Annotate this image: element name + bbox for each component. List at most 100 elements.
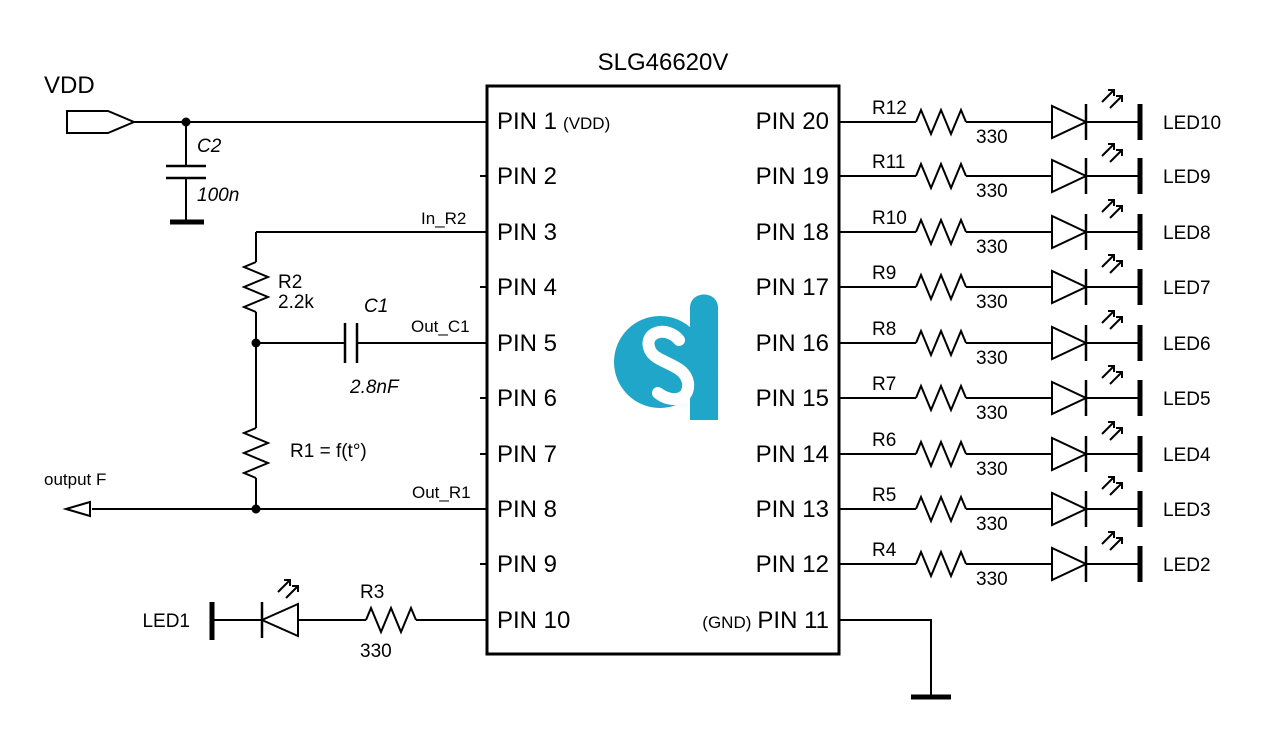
c1-value: 2.8nF xyxy=(349,377,400,398)
c2-value: 100n xyxy=(197,185,239,206)
led-diode-icon xyxy=(1051,158,1089,194)
led-label: LED5 xyxy=(1163,389,1211,410)
left-pin-labels: PIN 1(VDD) PIN 2 PIN 3 PIN 4 PIN 5 PIN 6… xyxy=(497,108,610,634)
pin-8-label: PIN 8 xyxy=(497,496,557,523)
output-port-icon xyxy=(62,500,91,518)
left-pin-stubs xyxy=(480,175,487,565)
pin-12-label: PIN 12 xyxy=(756,551,829,578)
led1-light-icon xyxy=(277,579,299,599)
light-ray-icon xyxy=(1101,310,1115,324)
led-label: LED10 xyxy=(1163,113,1221,134)
resistor-value: 330 xyxy=(976,348,1008,369)
resistor-value: 330 xyxy=(976,569,1008,590)
output-label: output F xyxy=(44,470,106,489)
led-bank: R12330LED10R11330LED9R10330LED8R9330LED7… xyxy=(839,89,1221,590)
resistor-r4-icon xyxy=(915,549,967,579)
led-row-led7: R9 330 LED7 xyxy=(839,254,1211,313)
resistor-name: R11 xyxy=(872,152,905,173)
c2-name: C2 xyxy=(197,136,222,157)
r2-value: 2.2k xyxy=(278,292,314,313)
pin-4-label: PIN 4 xyxy=(497,274,557,301)
pin-18-label: PIN 18 xyxy=(756,219,829,246)
led-diode-icon xyxy=(1051,491,1089,527)
c1-name: C1 xyxy=(364,296,388,317)
pin-19-label: PIN 19 xyxy=(756,163,829,190)
r2-name: R2 xyxy=(278,272,302,293)
r3-value: 330 xyxy=(360,641,392,662)
resistor-name: R8 xyxy=(872,319,896,340)
resistor-r2: R2 2.2k xyxy=(241,261,314,343)
resistor-name: R9 xyxy=(872,263,896,284)
resistor-r9-icon xyxy=(915,272,967,302)
pin-17-label: PIN 17 xyxy=(756,274,829,301)
pin-6-label: PIN 6 xyxy=(497,385,557,412)
in-r2-net: In_R2 xyxy=(255,209,487,262)
silego-logo-icon xyxy=(614,294,718,420)
led-label: LED3 xyxy=(1163,500,1211,521)
r3-name: R3 xyxy=(360,582,384,603)
led-label: LED2 xyxy=(1163,555,1211,576)
resistor-r1: R1 = f(t°) xyxy=(241,343,367,509)
resistor-r8-icon xyxy=(915,328,967,358)
resistor-r12-icon xyxy=(915,107,967,137)
pin-1-label: PIN 1(VDD) xyxy=(497,108,610,135)
pin-15-label: PIN 15 xyxy=(756,385,829,412)
capacitor-c1: C1 2.8nF Out_C1 xyxy=(251,296,487,398)
light-ray-icon xyxy=(1101,143,1115,157)
light-ray-icon xyxy=(1101,199,1115,213)
resistor-name: R4 xyxy=(872,540,897,561)
net-in-r2-label: In_R2 xyxy=(421,209,466,228)
pin-7-label: PIN 7 xyxy=(497,441,557,468)
led-diode-icon xyxy=(1051,380,1089,416)
light-ray-icon xyxy=(1101,476,1115,490)
pin-11-label: (GND)PIN 11 xyxy=(702,607,829,634)
net-out-r1-label: Out_R1 xyxy=(412,483,471,502)
pin-3-label: PIN 3 xyxy=(497,219,557,246)
led-row-led3: R5 330 LED3 xyxy=(839,476,1211,535)
led-label: LED9 xyxy=(1163,167,1211,188)
led1-label: LED1 xyxy=(142,611,190,632)
pin-10-label: PIN 10 xyxy=(497,607,570,634)
resistor-name: R12 xyxy=(872,98,907,119)
led-diode-icon xyxy=(1051,104,1089,140)
vdd-label: VDD xyxy=(44,72,95,99)
resistor-value: 330 xyxy=(976,237,1008,258)
resistor-value: 330 xyxy=(976,127,1008,148)
resistor-r5-icon xyxy=(915,494,967,524)
resistor-value: 330 xyxy=(976,292,1008,313)
resistor-name: R5 xyxy=(872,485,896,506)
resistor-name: R6 xyxy=(872,430,896,451)
out-r1-net: output F Out_R1 xyxy=(44,470,487,518)
led-diode-icon xyxy=(1051,325,1089,361)
led-diode-icon xyxy=(1051,546,1089,582)
capacitor-c2: C2 100n xyxy=(166,122,239,225)
resistor-value: 330 xyxy=(976,459,1008,480)
led-diode-icon xyxy=(1051,269,1089,305)
led-diode-icon xyxy=(1051,436,1089,472)
gnd-connection xyxy=(839,619,951,700)
pin-13-label: PIN 13 xyxy=(756,496,829,523)
vdd-port-icon xyxy=(66,110,137,134)
resistor-value: 330 xyxy=(976,514,1008,535)
chip-title: SLG46620V xyxy=(598,49,729,76)
right-pin-labels: PIN 20 PIN 19 PIN 18 PIN 17 PIN 16 PIN 1… xyxy=(702,108,829,634)
led-label: LED8 xyxy=(1163,223,1211,244)
pin-2-label: PIN 2 xyxy=(497,163,557,190)
pin-9-label: PIN 9 xyxy=(497,551,557,578)
light-ray-icon xyxy=(1101,254,1115,268)
led-row-led2: R4 330 LED2 xyxy=(839,531,1211,590)
led1-branch: LED1 R3 330 xyxy=(142,579,487,662)
led1-diode-icon xyxy=(259,602,299,638)
led-label: LED7 xyxy=(1163,278,1211,299)
light-ray-icon xyxy=(1101,531,1115,545)
resistor-r10-icon xyxy=(915,217,967,247)
net-out-c1-label: Out_C1 xyxy=(411,317,470,336)
pin-20-label: PIN 20 xyxy=(756,108,829,135)
led-row-led10: R12 330 LED10 xyxy=(839,89,1221,148)
